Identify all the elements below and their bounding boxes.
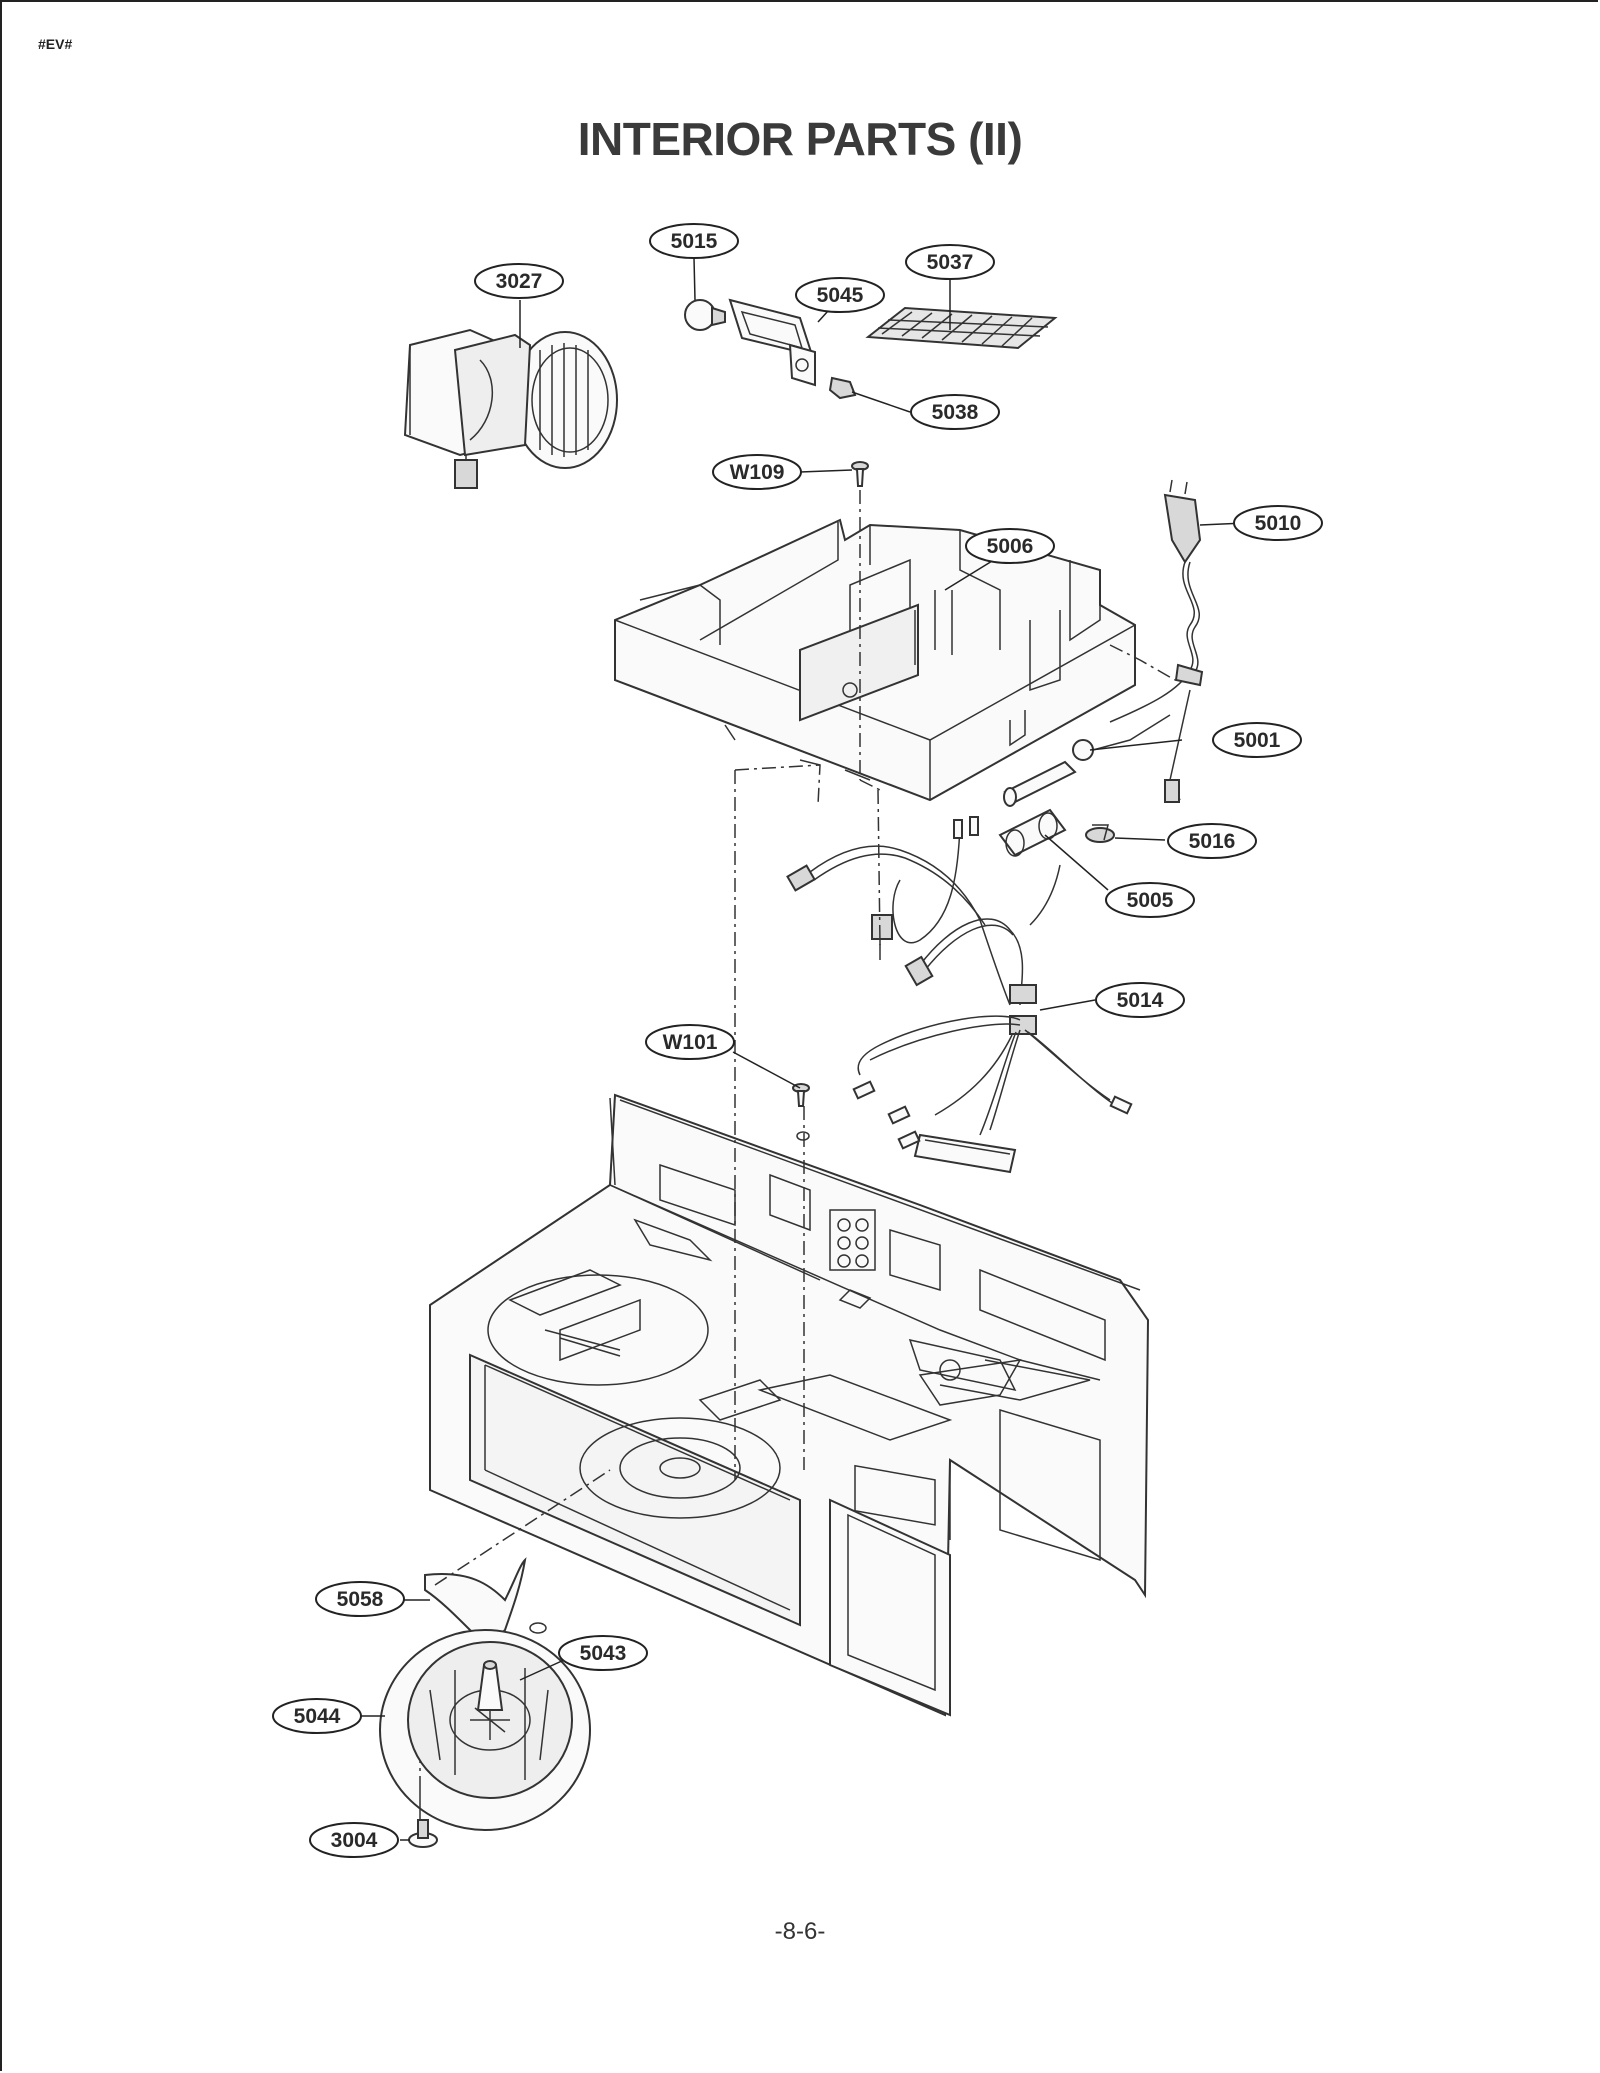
base-plate xyxy=(614,518,1136,802)
callout-w101: W101 xyxy=(645,1024,735,1060)
svg-text:5058: 5058 xyxy=(337,1588,384,1611)
svg-text:5015: 5015 xyxy=(671,230,718,253)
power-cord xyxy=(1109,479,1204,803)
callout-5038: 5038 xyxy=(910,394,1000,430)
callout-5043: 5043 xyxy=(558,1635,648,1671)
alignment-lines xyxy=(419,490,1176,1790)
svg-text:3004: 3004 xyxy=(331,1829,378,1852)
svg-text:W101: W101 xyxy=(663,1031,718,1054)
svg-text:5001: 5001 xyxy=(1234,729,1281,752)
callout-3027: 3027 xyxy=(474,263,564,299)
callout-3004: 3004 xyxy=(309,1822,399,1858)
svg-text:5010: 5010 xyxy=(1255,512,1302,535)
callout-5010: 5010 xyxy=(1233,505,1323,541)
callout-5037: 5037 xyxy=(905,244,995,280)
leader-lines xyxy=(345,257,1246,1841)
svg-text:5006: 5006 xyxy=(987,535,1034,558)
callout-5005: 5005 xyxy=(1105,882,1195,918)
svg-text:5038: 5038 xyxy=(932,401,979,424)
callout-5016: 5016 xyxy=(1167,823,1257,859)
svg-text:5037: 5037 xyxy=(927,251,974,274)
oven-cavity-chassis xyxy=(429,1093,1150,1717)
fuse-assembly xyxy=(998,714,1171,857)
lamp-assembly xyxy=(684,298,857,400)
page-number: -8-6- xyxy=(774,1918,826,1945)
svg-text:5045: 5045 xyxy=(817,284,864,307)
svg-text:5014: 5014 xyxy=(1117,989,1164,1012)
wiring-harness xyxy=(786,816,1133,1174)
callout-5001: 5001 xyxy=(1212,722,1302,758)
callout-5015: 5015 xyxy=(649,223,739,259)
callout-5006: 5006 xyxy=(965,528,1055,564)
document-code: #EV# xyxy=(38,36,73,52)
filter-assembly xyxy=(865,306,1058,350)
svg-text:5016: 5016 xyxy=(1189,830,1236,853)
callout-5045: 5045 xyxy=(795,277,885,313)
svg-text:5005: 5005 xyxy=(1127,889,1174,912)
screw-w101 xyxy=(792,1083,810,1141)
screw-w109 xyxy=(851,461,869,487)
svg-text:3027: 3027 xyxy=(496,270,543,293)
callout-5014: 5014 xyxy=(1095,982,1185,1018)
stirrer-assembly xyxy=(379,1557,591,1848)
svg-text:5043: 5043 xyxy=(580,1642,627,1665)
page-title: INTERIOR PARTS (II) xyxy=(577,113,1023,165)
svg-text:5044: 5044 xyxy=(294,1705,341,1728)
callout-5044: 5044 xyxy=(272,1698,362,1734)
callout-w109: W109 xyxy=(712,454,802,490)
blower-fan-assembly xyxy=(403,328,618,489)
callout-5058: 5058 xyxy=(315,1581,405,1617)
svg-text:W109: W109 xyxy=(730,461,785,484)
